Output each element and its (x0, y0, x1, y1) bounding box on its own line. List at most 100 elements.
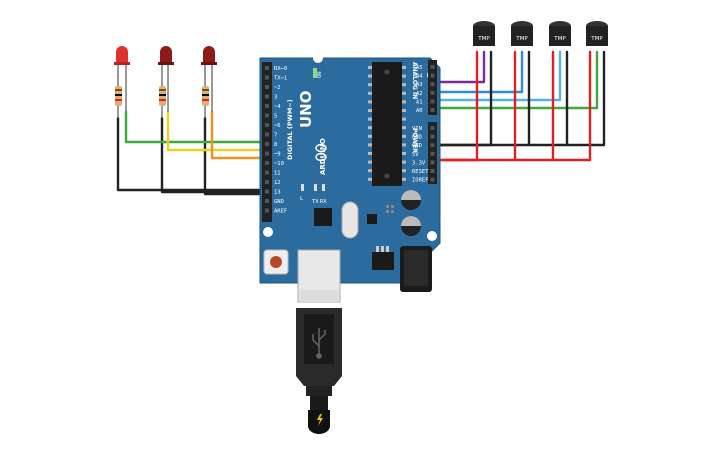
digital-pin-label: ~2 (274, 85, 281, 91)
digital-pin-socket[interactable] (265, 180, 269, 184)
ground-wire-led-1[interactable] (116, 116, 262, 192)
power-pin-socket[interactable] (430, 151, 435, 156)
digital-pin-socket[interactable] (265, 170, 269, 175)
digital-pin-socket[interactable] (265, 161, 269, 165)
power-header-label: POWER (411, 128, 418, 153)
analog-header-label: ANALOG IN (411, 62, 418, 99)
digital-pin-socket[interactable] (265, 75, 269, 80)
microcontroller-chip (372, 62, 402, 186)
led-2[interactable] (158, 46, 174, 118)
sensor-ground-4[interactable] (430, 50, 606, 147)
lightning-icon (317, 414, 323, 426)
digital-pin-socket[interactable] (265, 113, 269, 118)
digital-pin-label: TX→1 (274, 76, 287, 82)
digital-pin-socket[interactable] (265, 104, 269, 108)
tmp-label: TMP (515, 36, 528, 42)
digital-pin-socket[interactable] (265, 94, 269, 99)
power-pin-label: 5V (412, 152, 419, 158)
digital-header-label: DIGITAL (PWM~) (286, 99, 294, 160)
usb-cable[interactable] (296, 308, 342, 434)
usb-connector[interactable] (297, 249, 341, 303)
analog-pin-label: A1 (416, 99, 423, 105)
digital-pin-label: 8 (274, 142, 277, 148)
sensor-ground-1[interactable] (430, 50, 493, 147)
led-1[interactable] (114, 46, 130, 118)
digital-pin-label: 12 (274, 180, 281, 186)
power-pin-label: IOREF (412, 178, 429, 184)
analog-pin-socket[interactable] (430, 73, 435, 78)
analog-pin-label: A0 (416, 108, 423, 114)
power-pin-socket[interactable] (430, 143, 435, 148)
tmp-label: TMP (553, 36, 566, 42)
mounting-hole (263, 227, 273, 237)
signal-wire-a3[interactable] (430, 50, 486, 84)
analog-header (428, 60, 437, 115)
led-3[interactable] (201, 46, 217, 118)
signal-wire-pin10[interactable] (210, 110, 270, 160)
digital-pin-socket[interactable] (265, 189, 269, 194)
tmp-sensor-4[interactable]: TMP (586, 21, 608, 46)
digital-pin-socket[interactable] (265, 199, 269, 203)
signal-wire-pin8[interactable] (124, 110, 270, 144)
digital-pin-socket[interactable] (265, 132, 269, 137)
power-pin-label: GND (412, 135, 422, 141)
tmp-label: TMP (590, 36, 603, 42)
digital-pin-socket[interactable] (265, 208, 269, 213)
signal-wire-pin9[interactable] (166, 110, 270, 152)
analog-pin-label: A2 (416, 91, 423, 97)
power-pin-socket[interactable] (430, 134, 435, 139)
power-pin-label: 3.3V (412, 160, 426, 166)
tmp-sensor-1[interactable]: TMP (473, 21, 495, 46)
power-pin-label: VIN (412, 126, 422, 132)
capacitor (401, 216, 421, 236)
analog-pin-socket[interactable] (430, 65, 435, 69)
voltage-regulator (372, 246, 394, 270)
digital-pin-socket[interactable] (265, 85, 269, 89)
analog-pin-socket[interactable] (430, 90, 435, 95)
analog-pin-socket[interactable] (430, 108, 435, 112)
digital-pin-label: RX←0 (274, 66, 287, 72)
on-led-label: ON (317, 71, 323, 78)
digital-pin-socket[interactable] (265, 66, 269, 70)
on-led (313, 68, 317, 78)
power-pin-socket[interactable] (430, 126, 435, 130)
tmp-label: TMP (477, 36, 490, 42)
icsp-header (386, 205, 394, 213)
sensor-power-4[interactable] (430, 50, 592, 162)
resistor-1[interactable] (115, 86, 122, 106)
rx-led-label: RX (320, 199, 327, 205)
analog-pin-label: A4 (416, 74, 423, 80)
ground-wire-led-3[interactable] (203, 116, 270, 196)
tmp-sensor-2[interactable]: TMP (511, 21, 533, 46)
digital-pin-socket[interactable] (265, 151, 269, 156)
analog-pin-socket[interactable] (430, 82, 435, 87)
power-pin-socket[interactable] (430, 160, 435, 165)
signal-wire-a1[interactable] (430, 50, 562, 102)
resistor-3[interactable] (202, 86, 209, 106)
wires (116, 50, 606, 196)
signal-wire-a0[interactable] (430, 50, 599, 110)
analog-pin-socket[interactable] (430, 99, 435, 104)
digital-pin-label: ~10 (274, 161, 284, 167)
signal-wire-a2[interactable] (430, 50, 524, 94)
digital-pin-label: 3 (274, 95, 277, 101)
usb-symbol-icon (312, 328, 326, 359)
dc-power-jack[interactable] (400, 246, 432, 292)
analog-pin-label: A5 (416, 65, 423, 71)
digital-pin-label: GND (274, 199, 284, 205)
digital-pin-label: ~6 (274, 123, 281, 129)
power-pin-label: GND (412, 143, 422, 149)
l-led-label: L (300, 196, 304, 202)
power-pin-socket[interactable] (430, 177, 435, 182)
digital-pin-socket[interactable] (265, 123, 269, 127)
infinity-logo (315, 143, 327, 162)
power-pin-label: RESET (412, 169, 429, 175)
resistor-2[interactable] (159, 86, 166, 106)
power-pin-socket[interactable] (430, 169, 435, 173)
digital-pin-socket[interactable] (265, 142, 269, 146)
reset-button[interactable] (263, 249, 289, 275)
crystal-oscillator (341, 201, 359, 239)
tmp-sensor-3[interactable]: TMP (549, 21, 571, 46)
